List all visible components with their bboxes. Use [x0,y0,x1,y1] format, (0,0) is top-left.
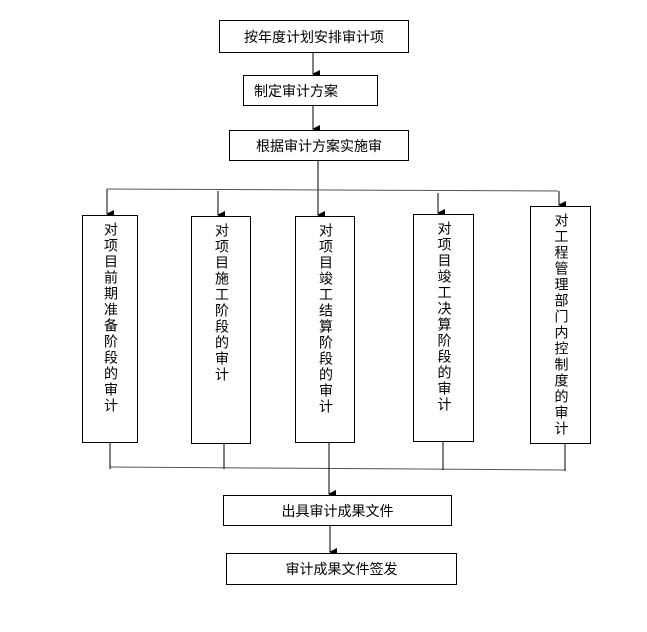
step-implement: 根据审计方案实施审 [229,130,409,161]
branch-internal-control: 对工程管理部门内控制度的审计 [530,206,591,444]
merge-line [109,466,566,471]
branch-label: 对项目前期准备阶段的审计 [102,222,118,414]
step-label: 根据审计方案实施审 [256,138,382,155]
branch-top-line [106,188,559,192]
step-sign-off: 审计成果文件签发 [226,553,457,585]
branch-label: 对项目施工阶段的审计 [213,223,229,383]
step-label: 按年度计划安排审计项 [244,29,384,46]
step-issue-docs: 出具审计成果文件 [223,495,452,526]
branch-label: 对项目竣工决算阶段的审计 [435,221,452,413]
step-make-plan: 制定审计方案 [243,75,378,106]
branch-final-accounts: 对项目竣工决算阶段的审计 [413,214,474,442]
branch-label: 对项目竣工结算阶段的审计 [317,223,333,415]
step-label: 审计成果文件签发 [285,562,398,578]
step-label: 制定审计方案 [254,83,338,100]
branch-construction: 对项目施工阶段的审计 [191,216,251,444]
branch-label: 对工程管理部门内控制度的审计 [552,213,569,437]
step-label: 出具审计成果文件 [281,503,394,520]
step-plan-schedule: 按年度计划安排审计项 [219,20,409,53]
branch-settlement: 对项目竣工结算阶段的审计 [295,216,355,443]
branch-pre-stage: 对项目前期准备阶段的审计 [82,215,138,443]
